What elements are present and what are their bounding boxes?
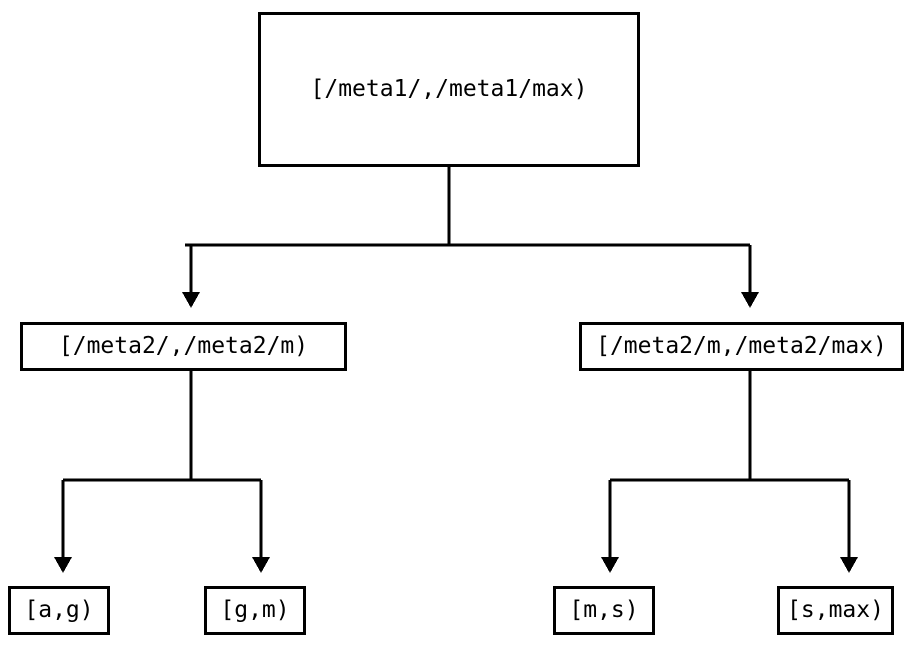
node-mid-left-label: [/meta2/,/meta2/m) xyxy=(58,333,309,359)
left-arrowhead-0 xyxy=(54,557,72,573)
node-mid-left[interactable]: [/meta2/,/meta2/m) xyxy=(20,322,347,371)
node-root[interactable]: [/meta1/,/meta1/max) xyxy=(258,12,640,167)
node-mid-right-label: [/meta2/m,/meta2/max) xyxy=(596,333,887,359)
node-leaf-ag[interactable]: [a,g) xyxy=(8,586,110,635)
node-leaf-smax[interactable]: [s,max) xyxy=(777,586,894,635)
node-mid-right[interactable]: [/meta2/m,/meta2/max) xyxy=(579,322,904,371)
node-leaf-ms-label: [m,s) xyxy=(569,597,639,623)
root-arrowhead-1 xyxy=(741,292,759,308)
node-root-label: [/meta1/,/meta1/max) xyxy=(310,76,588,102)
node-leaf-gm-label: [g,m) xyxy=(220,597,290,623)
node-leaf-smax-label: [s,max) xyxy=(787,597,884,623)
node-leaf-ms[interactable]: [m,s) xyxy=(553,586,655,635)
node-leaf-ag-label: [a,g) xyxy=(24,597,94,623)
right-arrowhead-1 xyxy=(840,557,858,573)
right-arrowhead-0 xyxy=(601,557,619,573)
root-arrowhead-0 xyxy=(182,292,200,308)
node-leaf-gm[interactable]: [g,m) xyxy=(204,586,306,635)
left-arrowhead-1 xyxy=(252,557,270,573)
